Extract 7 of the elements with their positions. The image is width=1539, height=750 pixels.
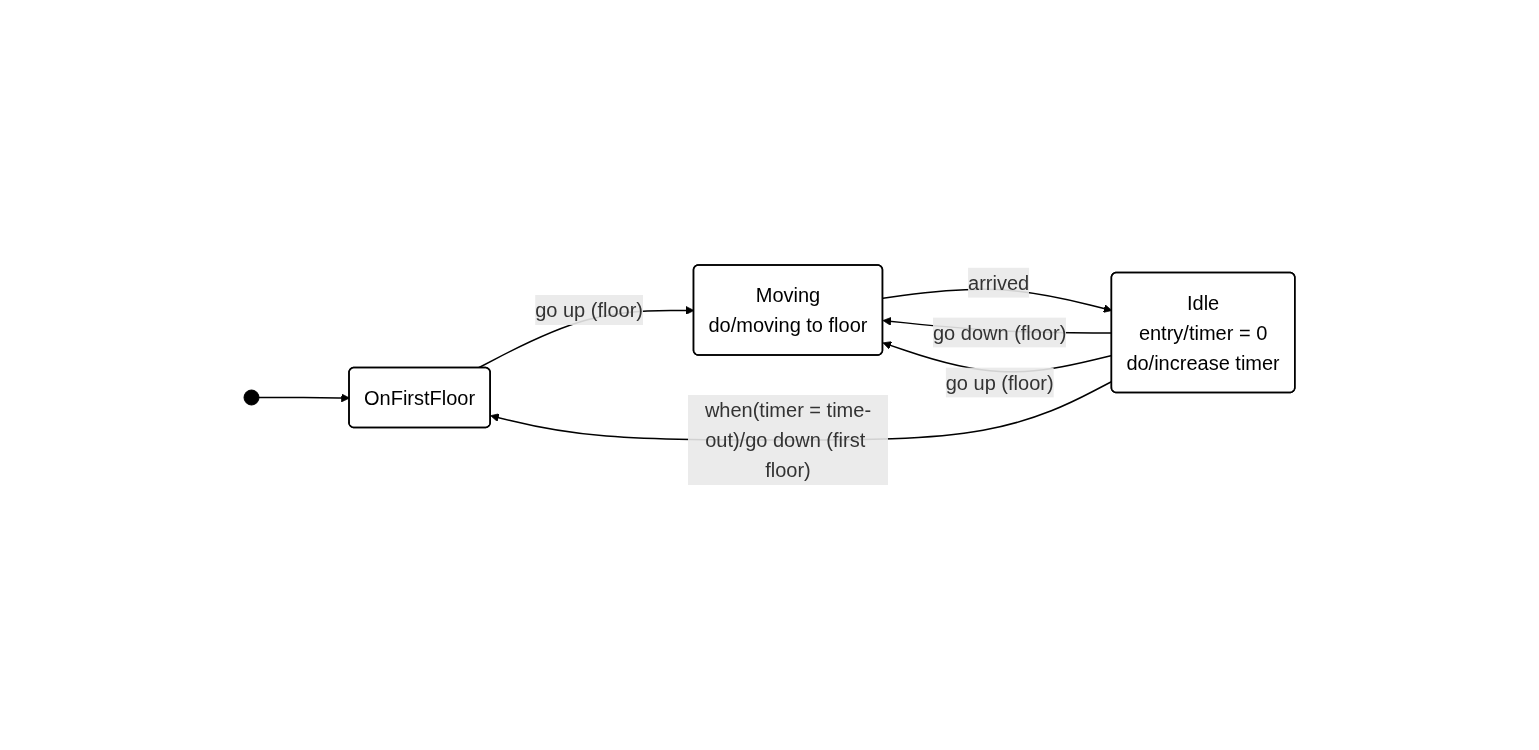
edge-label: go up (floor) bbox=[535, 299, 644, 321]
edge-label: go up (floor) bbox=[945, 371, 1054, 394]
edge-label: go down (floor) bbox=[933, 321, 1067, 344]
node-circle bbox=[243, 389, 260, 406]
arrow bbox=[258, 393, 350, 403]
edge-label: arrived bbox=[968, 271, 1030, 294]
edge-label: when(timer = time-out)/go down (first floor) bbox=[705, 399, 872, 481]
